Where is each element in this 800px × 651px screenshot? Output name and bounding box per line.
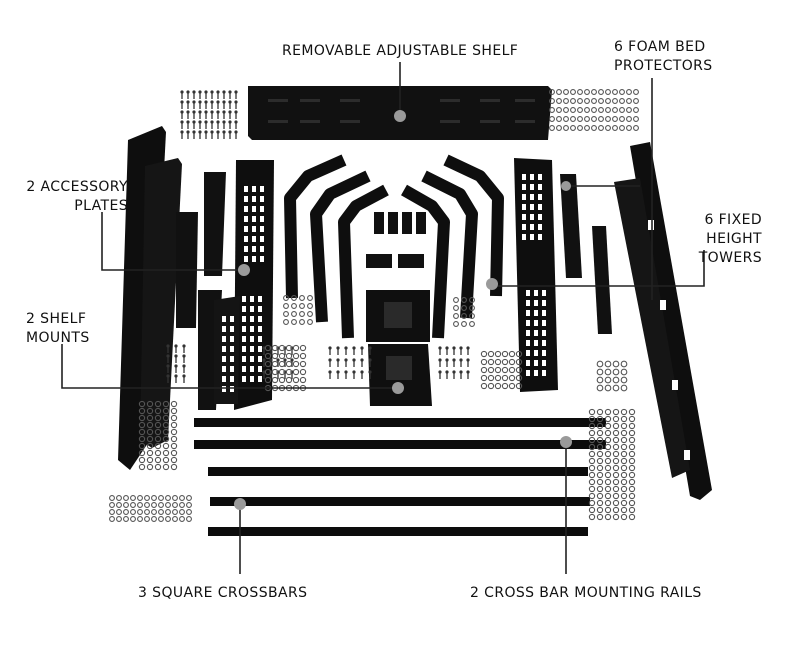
square-crossbar-3	[208, 527, 588, 536]
label-foam-protectors: 6 FOAM BED PROTECTORS	[614, 39, 713, 74]
label-accessory-plates: 2 ACCESSORY PLATES	[26, 179, 128, 214]
callout-dots	[234, 110, 572, 510]
shelf-mounts	[366, 212, 432, 406]
right-mounting-rail	[614, 142, 712, 500]
label-mounting-rails: 2 CROSS BAR MOUNTING RAILS	[470, 585, 702, 601]
label-fixed-towers: 6 FIXED HEIGHT TOWERS	[698, 212, 762, 266]
left-mounting-rail	[118, 126, 182, 470]
crossbars-and-rails	[194, 418, 606, 536]
label-square-crossbars: 3 SQUARE CROSSBARS	[138, 585, 308, 601]
mounting-rail-1	[194, 418, 606, 427]
mounting-rail-2	[194, 440, 606, 449]
foam-bed-protectors	[560, 174, 612, 334]
plate-perforations	[222, 174, 546, 392]
label-removable-shelf: REMOVABLE ADJUSTABLE SHELF	[282, 43, 519, 59]
fixed-height-towers	[284, 154, 504, 339]
square-crossbar-2	[210, 497, 590, 506]
square-crossbar-1	[208, 467, 588, 476]
leader-lines	[61, 62, 705, 574]
hardware-fasteners	[109, 89, 639, 522]
label-shelf-mounts: 2 SHELF MOUNTS	[26, 311, 90, 346]
